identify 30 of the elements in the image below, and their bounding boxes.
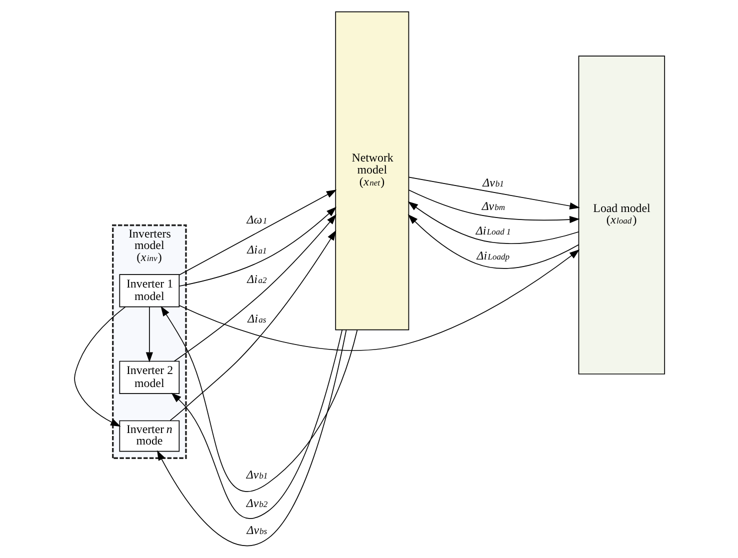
edge-label: Δvbm <box>481 199 504 214</box>
arrow <box>169 230 336 421</box>
edge-label: Δvb1 <box>246 468 268 482</box>
arrow <box>160 306 358 492</box>
arrow <box>156 330 346 546</box>
edge-label: Δias <box>247 311 266 326</box>
arrow <box>408 190 580 224</box>
edge-label: Δvb1 <box>482 175 504 190</box>
edge-label: Δvbs <box>246 522 267 537</box>
arrow <box>173 214 336 362</box>
edge-label: Δia2 <box>246 272 266 286</box>
arrow <box>408 176 580 210</box>
arrow <box>178 190 336 276</box>
edge-label: Δω1 <box>246 212 267 227</box>
node-box: Inverter 1 model <box>118 274 180 308</box>
node-box: Load model (xload) <box>578 56 665 374</box>
arrow <box>407 201 579 244</box>
node-box: Inverter n mode <box>118 420 180 452</box>
arrow <box>145 306 152 362</box>
edge-label: Δvb2 <box>246 496 268 510</box>
node-box: Network model (xnet) <box>334 11 409 330</box>
arrow <box>178 249 580 351</box>
node-box: Inverter 2 model <box>118 360 180 394</box>
arrow <box>74 306 126 427</box>
arrow <box>170 330 342 519</box>
edge-label: ΔiLoad 1 <box>475 224 510 238</box>
arrow <box>178 206 336 287</box>
arrow <box>407 214 579 269</box>
edge-label: Δia1 <box>246 242 266 256</box>
edge-label: ΔiLoadp <box>476 248 510 262</box>
